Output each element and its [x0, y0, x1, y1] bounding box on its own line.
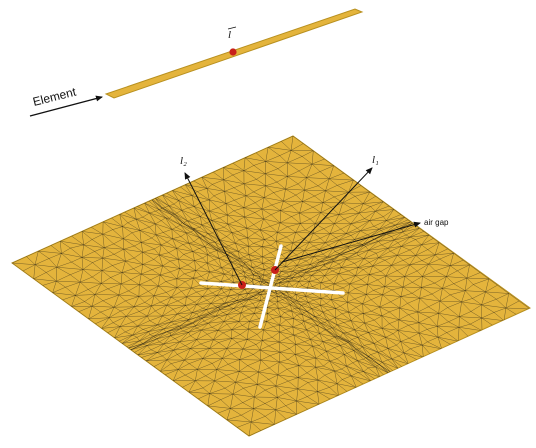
- gap-slot-horizontal: [199, 281, 345, 295]
- symbol-l1: l₁: [372, 154, 379, 166]
- vector-arrows: l₂ l₁ air gap: [180, 154, 449, 286]
- plate-triangular-mesh: [12, 136, 530, 436]
- arrow-air-gap: [281, 221, 421, 263]
- gap-slot-vertical: [258, 244, 283, 329]
- element-label-group: Element: [29, 85, 103, 117]
- air-gap-label: air gap: [424, 218, 449, 227]
- element-arrow: [29, 95, 103, 117]
- symbol-l2: l₂: [180, 155, 187, 167]
- strip-feed-point: [229, 48, 237, 56]
- mesh-edges: [12, 136, 530, 436]
- strip-symbol-overbar: [227, 26, 237, 30]
- element-strip: l: [104, 8, 364, 99]
- strip-current-symbol: l: [228, 29, 231, 41]
- arrow-l2: [184, 172, 243, 286]
- arrow-l1: [274, 167, 373, 271]
